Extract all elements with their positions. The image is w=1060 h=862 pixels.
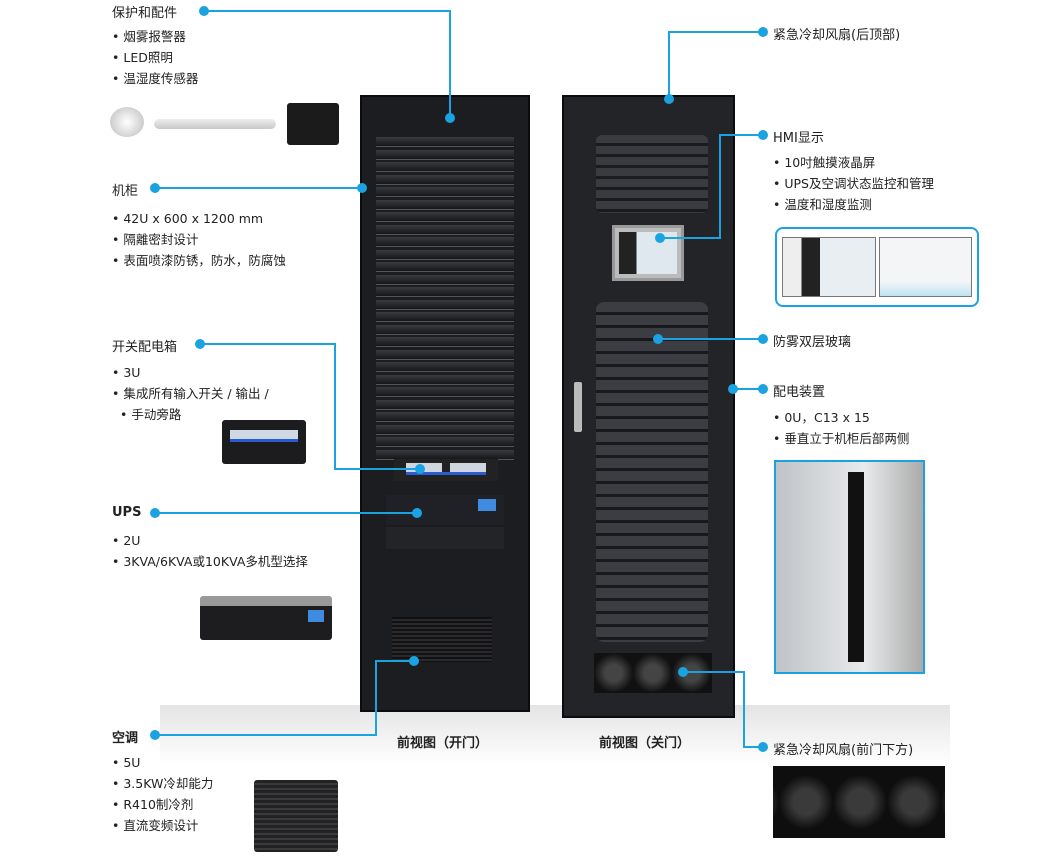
list-item: 10吋触摸液晶屏: [773, 152, 934, 173]
rack-shelf: [376, 437, 514, 447]
accessories-list: 烟雾报警器 LED照明 温湿度传感器: [112, 26, 198, 89]
hmi-screen: [612, 225, 684, 281]
rack-shelf: [376, 412, 514, 422]
cabinet-open-door: [360, 95, 530, 712]
list-item: 3KVA/6KVA或10KVA多机型选择: [112, 551, 308, 572]
list-item: 温度和湿度监测: [773, 194, 934, 215]
hmi-screenshots: [775, 227, 979, 307]
cabinet-list: 42U x 600 x 1200 mm 隔離密封设计 表面喷漆防锈，防水，防腐蚀: [112, 208, 286, 271]
ups-image: [200, 596, 332, 640]
rack-shelf: [376, 399, 514, 410]
glass-top: [596, 135, 708, 213]
front-fans: [594, 653, 712, 693]
list-item: 温湿度传感器: [112, 68, 198, 89]
list-item: LED照明: [112, 47, 198, 68]
list-item: 2U: [112, 530, 308, 551]
list-item: 3.5KW冷却能力: [112, 773, 213, 794]
ac-list: 5U 3.5KW冷却能力 R410制冷剂 直流变频设计: [112, 752, 213, 836]
list-item: 直流变频设计: [112, 815, 213, 836]
rack-shelf: [376, 174, 514, 185]
switchbox-title: 开关配电箱: [112, 340, 178, 355]
list-item: 0U，C13 x 15: [773, 407, 909, 428]
list-item: 烟雾报警器: [112, 26, 198, 47]
cabinet-title: 机柜: [112, 184, 139, 199]
hmi-title: HMI显示: [773, 131, 824, 146]
ups-title: UPS: [112, 505, 142, 520]
list-item: 手动旁路: [112, 404, 269, 425]
rack-shelf: [376, 362, 514, 372]
list-item: 垂直立于机柜后部两侧: [773, 428, 909, 449]
glass-door: [596, 302, 708, 642]
pdu-title: 配电装置: [773, 385, 826, 400]
rack-shelf: [376, 149, 514, 160]
caption-closed: 前视图（关门）: [599, 736, 691, 751]
caption-open: 前视图（开门）: [397, 736, 489, 751]
rack-shelf: [376, 212, 514, 222]
rack-shelf: [376, 137, 514, 147]
switchbox-image: [222, 420, 306, 464]
switchbox-list: 3U 集成所有输入开关 / 输出 / 手动旁路: [112, 362, 269, 425]
battery-box: [386, 527, 504, 549]
list-item: 3U: [112, 362, 269, 383]
glass-title: 防雾双层玻璃: [773, 335, 852, 350]
list-item: R410制冷剂: [112, 794, 213, 815]
ups-list: 2U 3KVA/6KVA或10KVA多机型选择: [112, 530, 308, 572]
ac-image: [254, 780, 338, 852]
hmi-list: 10吋触摸液晶屏 UPS及空调状态监控和管理 温度和湿度监测: [773, 152, 934, 215]
list-item: UPS及空调状态监控和管理: [773, 173, 934, 194]
list-item: 表面喷漆防锈，防水，防腐蚀: [112, 250, 286, 271]
door-handle[interactable]: [574, 382, 582, 432]
fan-top-title: 紧急冷却风扇(后顶部): [773, 28, 901, 43]
hmi-screenshot-overview: [782, 237, 876, 297]
rack-shelf: [376, 312, 514, 322]
led-tube-image: [154, 119, 276, 129]
fan-bottom-title: 紧急冷却风扇(前门下方): [773, 743, 914, 758]
sensor-image: [287, 103, 339, 145]
list-item: 集成所有输入开关 / 输出 /: [112, 383, 268, 404]
list-item: 42U x 600 x 1200 mm: [112, 208, 286, 229]
ac-title: 空调: [112, 731, 139, 746]
rack-shelf: [376, 337, 514, 347]
rack-shelf: [376, 162, 514, 172]
list-item: 5U: [112, 752, 213, 773]
ac-unit: [392, 617, 492, 662]
ups-unit: [386, 495, 504, 525]
pdu-list: 0U，C13 x 15 垂直立于机柜后部两侧: [773, 407, 909, 449]
rack-shelf: [376, 224, 514, 235]
rack-shelf: [376, 237, 514, 247]
pdu-image: [774, 460, 925, 674]
smoke-detector-image: [110, 107, 144, 137]
rack-shelf: [376, 187, 514, 197]
rack-shelf: [376, 299, 514, 310]
cabinet-closed-door: [562, 95, 735, 718]
rack-shelf: [376, 287, 514, 297]
switch-panel: [394, 459, 498, 481]
rack-shelf: [376, 249, 514, 260]
rack-shelf: [376, 449, 514, 460]
rack-shelf: [376, 374, 514, 385]
accessories-title: 保护和配件: [112, 6, 178, 21]
rack-shelf: [376, 324, 514, 335]
rack-shelf: [376, 274, 514, 285]
rack-shelf: [376, 349, 514, 360]
fan-bottom-image: [773, 766, 945, 838]
hmi-screenshot-dashboard: [878, 237, 972, 297]
rack-shelf: [376, 262, 514, 272]
rack-shelf: [376, 387, 514, 397]
list-item: 隔離密封设计: [112, 229, 286, 250]
rack-shelf: [376, 199, 514, 210]
rack-shelf: [376, 424, 514, 435]
